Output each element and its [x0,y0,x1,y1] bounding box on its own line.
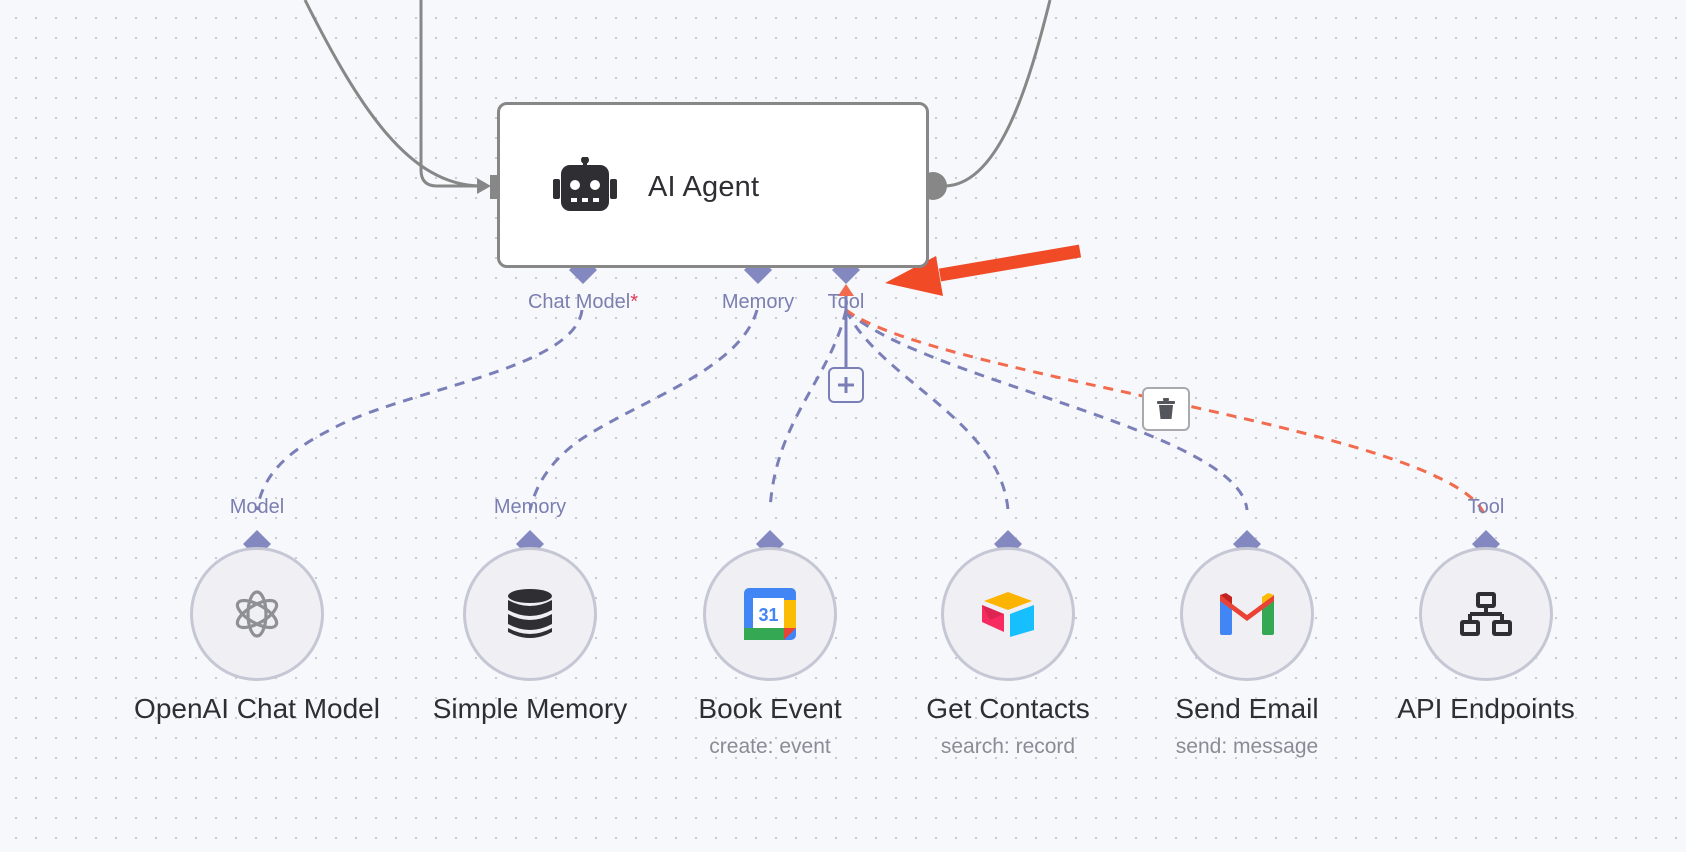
openai-icon [235,590,279,638]
annotation-arrowhead [885,256,943,296]
airtable-icon [982,592,1034,637]
svg-text:31: 31 [758,605,778,625]
simple-memory-title: Simple Memory [432,693,628,724]
book-event-title: Book Event [698,693,842,724]
port-label-model: Model [229,496,285,518]
ai-agent-node[interactable]: AI Agent [497,102,929,268]
port-label-tool: Tool [827,291,865,313]
tool-connection-api-endpoints [845,308,1488,521]
tool-port-highlight [838,284,854,296]
api-endpoints-title: API Endpoints [1397,693,1575,724]
incoming-connection-curve [303,0,481,188]
book-event-node[interactable]: 31 [703,547,837,681]
api-endpoints-node[interactable] [1419,547,1553,681]
annotation-arrow-shaft [938,244,1082,282]
get-contacts-subtitle: search: record [940,735,1076,758]
input-arrowhead [477,178,491,194]
get-contacts-title: Get Contacts [926,693,1090,724]
model-connection [255,309,584,511]
required-mark: * [630,291,639,313]
tool-connection-book-event [768,309,848,511]
delete-connection-button[interactable] [1142,387,1190,431]
openai-chat-model-title: OpenAI Chat Model [134,693,380,724]
simple-memory-node[interactable] [463,547,597,681]
tool-connection-send-email [844,308,1249,511]
get-contacts-node[interactable] [941,547,1075,681]
send-email-node[interactable] [1180,547,1314,681]
network-icon [1460,592,1512,636]
robot-icon [553,157,617,211]
openai-chat-model-node[interactable] [190,547,324,681]
google-calendar-icon: 31 [744,588,796,640]
agent-title: AI Agent [648,171,760,203]
add-tool-button[interactable] [828,367,864,403]
send-email-subtitle: send: message [1175,735,1319,758]
send-email-title: Send Email [1175,693,1319,724]
port-label-chat-model: Chat Model* [528,291,638,314]
database-icon [508,589,552,638]
trash-icon [1157,398,1175,419]
plus-icon [838,377,854,393]
port-label-memory-node: Memory [493,496,567,518]
port-label-tool-node: Tool [1467,496,1505,518]
gmail-icon [1220,593,1274,635]
outgoing-connection [943,0,1052,188]
memory-connection [528,309,759,511]
incoming-connection-loop [419,0,480,188]
chat-model-label: Chat Model [527,291,631,313]
tool-connection-get-contacts [844,309,1010,511]
port-label-memory: Memory [721,291,795,313]
book-event-subtitle: create: event [709,735,831,758]
